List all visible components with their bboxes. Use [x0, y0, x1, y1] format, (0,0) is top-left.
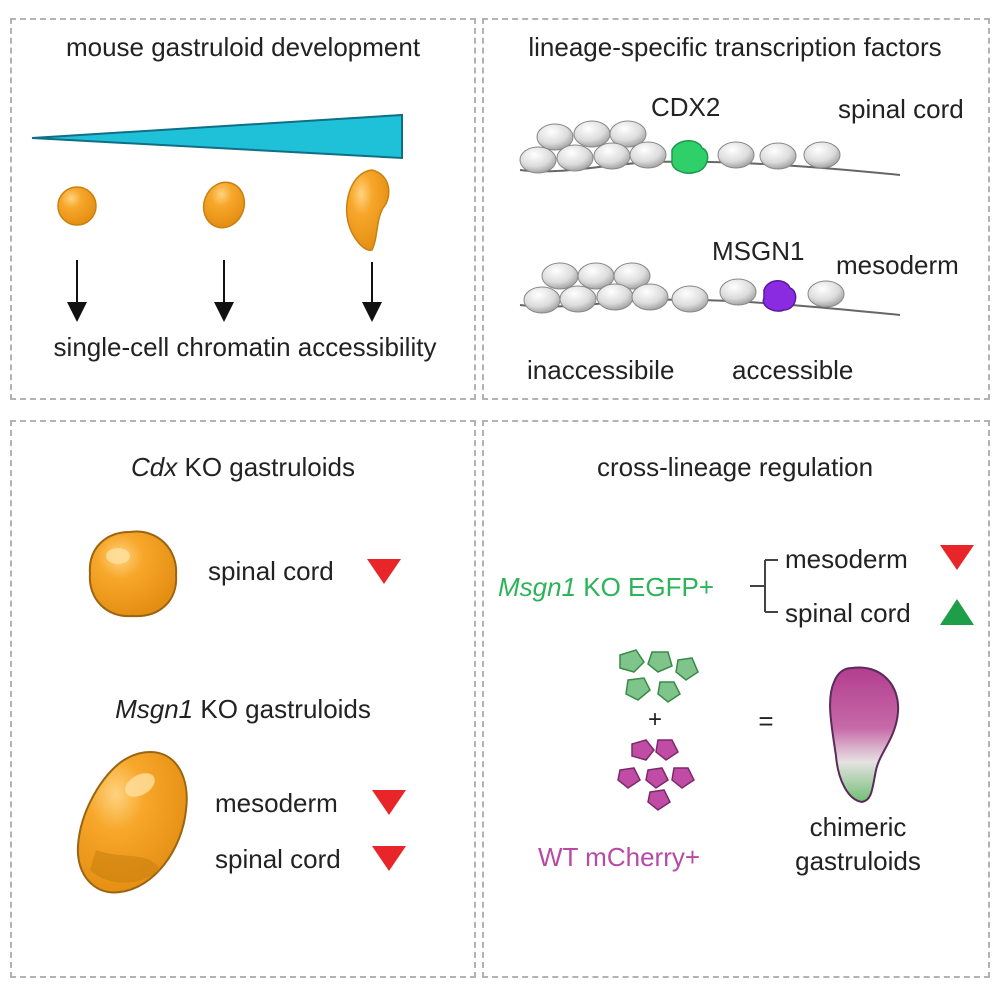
panel-cross-lineage: [482, 420, 990, 978]
nucleosomes-1: [519, 120, 841, 174]
cdx-title-rest: KO gastruloids: [177, 452, 355, 482]
wt-mcherry-label: WT mCherry+: [538, 842, 701, 872]
effect-mesoderm-label: mesoderm: [785, 544, 908, 574]
plus-sign: +: [647, 706, 663, 733]
msgn1-ko-gene: Msgn1: [498, 572, 577, 602]
inaccessible-label: inaccessibile: [527, 355, 675, 385]
egfp-cells: [619, 649, 699, 703]
cdx2-label: CDX2: [651, 92, 721, 122]
msgn1-label: MSGN1: [712, 236, 805, 266]
msgn1-ko-rest: KO EGFP+: [576, 572, 715, 602]
mesoderm-down-triangle: [940, 545, 974, 570]
cdx-gene-name: Cdx: [131, 452, 178, 482]
cdx-effect-label: spinal cord: [208, 556, 334, 586]
mcherry-cells: [617, 739, 695, 811]
time-gradient-wedge: [31, 113, 403, 160]
cdx2-lineage-label: spinal cord: [838, 94, 964, 124]
cross-lineage-title: cross-lineage regulation: [596, 452, 874, 482]
msgn1-ko-egfp-label: Msgn1 KO EGFP+: [498, 572, 714, 603]
panel-development: [10, 18, 476, 400]
msgn-effect-mesoderm: mesoderm: [215, 788, 338, 818]
effect-spinal-label: spinal cord: [785, 598, 911, 628]
gastruloid-stage1: [57, 186, 97, 226]
msgn1-protein: [762, 280, 797, 312]
msgn1-ko-title: Msgn1 KO gastruloids: [115, 694, 371, 725]
chimeric-gastruloid: [829, 666, 900, 804]
nucleosomes-2: [523, 262, 845, 314]
cdx-ko-gastruloid: [88, 530, 178, 618]
msgn1-title-rest: KO gastruloids: [193, 694, 371, 724]
chimeric-label-line2: gastruloids: [795, 846, 921, 876]
msgn-effect-spinal: spinal cord: [215, 844, 341, 874]
chimeric-label-line1: chimeric: [809, 812, 907, 842]
msgn1-lineage-label: mesoderm: [836, 250, 959, 280]
spinal-up-triangle: [940, 599, 974, 625]
msgn-spinal-down-triangle: [372, 846, 406, 871]
effect-bracket: [750, 559, 778, 613]
panel-tf-title: lineage-specific transcription factors: [528, 32, 942, 62]
panel-development-title: mouse gastruloid development: [65, 32, 421, 62]
equals-sign: =: [758, 706, 774, 736]
panel-transcription-factors: [482, 18, 990, 400]
cdx2-protein: [671, 140, 709, 174]
panel-ko-gastruloids: [10, 420, 476, 978]
accessible-label: accessible: [732, 355, 854, 385]
msgn1-gene-name: Msgn1: [115, 694, 194, 724]
cdx-ko-title: Cdx KO gastruloids: [131, 452, 355, 483]
gastruloid-stage2: [202, 181, 246, 229]
msgn-mesoderm-down-triangle: [372, 790, 406, 815]
panel-development-caption: single-cell chromatin accessibility: [53, 332, 437, 362]
cdx-spinal-down-triangle: [367, 559, 401, 584]
gastruloid-stage3: [345, 169, 390, 251]
